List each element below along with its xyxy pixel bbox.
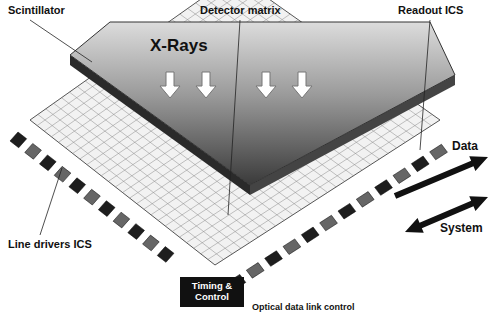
control-box: Timing & Control [180,277,244,307]
line-driver-chip [113,212,130,228]
readout-chip [411,156,429,172]
part-label: Readout ICS [398,4,463,17]
part-label: Line drivers ICS [8,238,92,251]
readout-chip [301,227,319,243]
radiation-label: X-Rays [150,36,208,56]
readout-chip [375,180,393,196]
line-driver-chip [84,189,101,205]
line-driver-chip [143,235,160,251]
part-label: Optical data link control [252,302,355,312]
line-driver-chip [69,178,86,194]
line-driver-chip [25,143,42,159]
readout-chip [393,168,411,184]
readout-chip [356,192,374,208]
line-driver-chip [128,224,145,240]
readout-chip [320,215,338,231]
readout-chip [283,239,301,255]
bus-label: Data [452,140,478,154]
line-driver-chip [10,132,27,148]
part-label: Scintillator [8,4,65,17]
line-driver-chip [98,201,115,217]
readout-chip [246,263,264,279]
line-driver-chip [39,155,56,171]
leader-line [30,20,430,235]
scintillator-slab [70,22,455,185]
box-text: Timing & Control [186,281,238,303]
readout-chip [338,203,356,219]
readout-chip [430,144,448,160]
readout-chip [265,251,283,267]
line-driver-chip [157,247,174,263]
line-driver-chip [54,166,71,182]
part-label: Detector matrix [200,4,281,17]
bus-label: System [440,222,483,236]
bus-arrow [394,156,488,199]
